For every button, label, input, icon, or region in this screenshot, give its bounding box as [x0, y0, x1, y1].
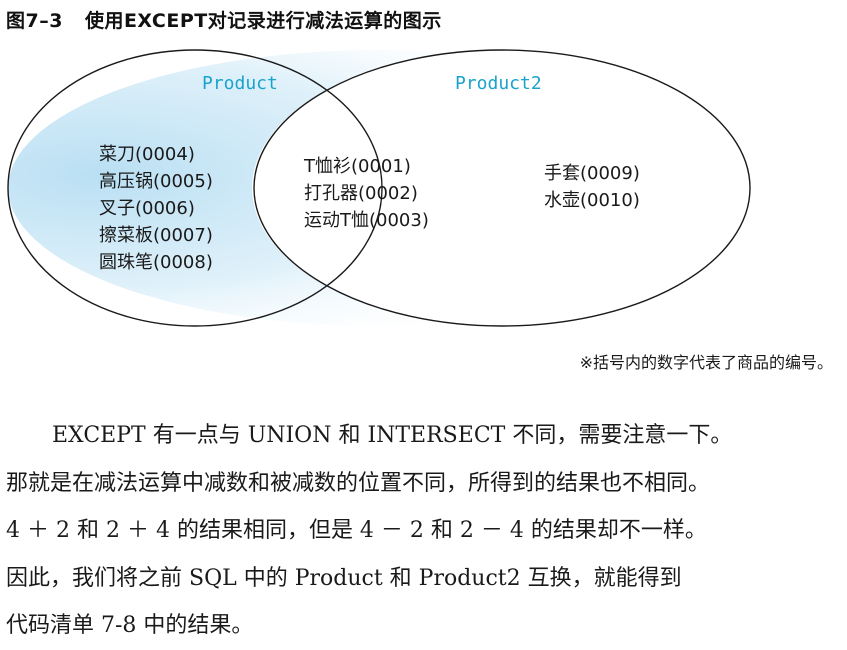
- body-line: 因此，我们将之前 SQL 中的 Product 和 Product2 互换，就能…: [6, 565, 682, 591]
- intersection-item: T恤衫(0001): [303, 156, 411, 177]
- figure-title: 图7–3 使用EXCEPT对记录进行减法运算的图示: [6, 6, 442, 33]
- product2-item: 手套(0009): [544, 163, 640, 184]
- body-line: EXCEPT 有一点与 UNION 和 INTERSECT 不同，需要注意一下。: [52, 423, 733, 448]
- product-set-label: Product: [202, 73, 278, 94]
- body-line: 4 ＋ 2 和 2 ＋ 4 的结果相同，但是 4 － 2 和 2 － 4 的结果…: [6, 518, 707, 543]
- product-item: 高压锅(0005): [99, 171, 213, 192]
- figure-number: 图7–3: [6, 10, 63, 32]
- figure-caption: 使用EXCEPT对记录进行减法运算的图示: [84, 10, 442, 32]
- product-item: 圆珠笔(0008): [99, 252, 213, 273]
- product-item: 菜刀(0004): [99, 144, 195, 165]
- figure-note: ※括号内的数字代表了商品的编号。: [579, 353, 833, 372]
- product-item: 叉子(0006): [99, 198, 195, 219]
- intersection-item: 运动T恤(0003): [304, 210, 429, 231]
- body-paragraph: EXCEPT 有一点与 UNION 和 INTERSECT 不同，需要注意一下。…: [6, 412, 844, 650]
- intersection-item: 打孔器(0002): [304, 183, 418, 204]
- product2-item: 水壶(0010): [544, 190, 640, 211]
- product2-set-label: Product2: [455, 73, 542, 94]
- body-line: 那就是在减法运算中减数和被减数的位置不同，所得到的结果也不相同。: [6, 470, 711, 496]
- venn-diagram: Product Product2 菜刀(0004) 高压锅(0005) 叉子(0…: [7, 49, 751, 327]
- product2-set-outline: [253, 49, 751, 327]
- body-line: 代码清单 7-8 中的结果。: [6, 613, 254, 638]
- product-item: 擦菜板(0007): [99, 225, 213, 246]
- product-set-outline: [7, 49, 383, 327]
